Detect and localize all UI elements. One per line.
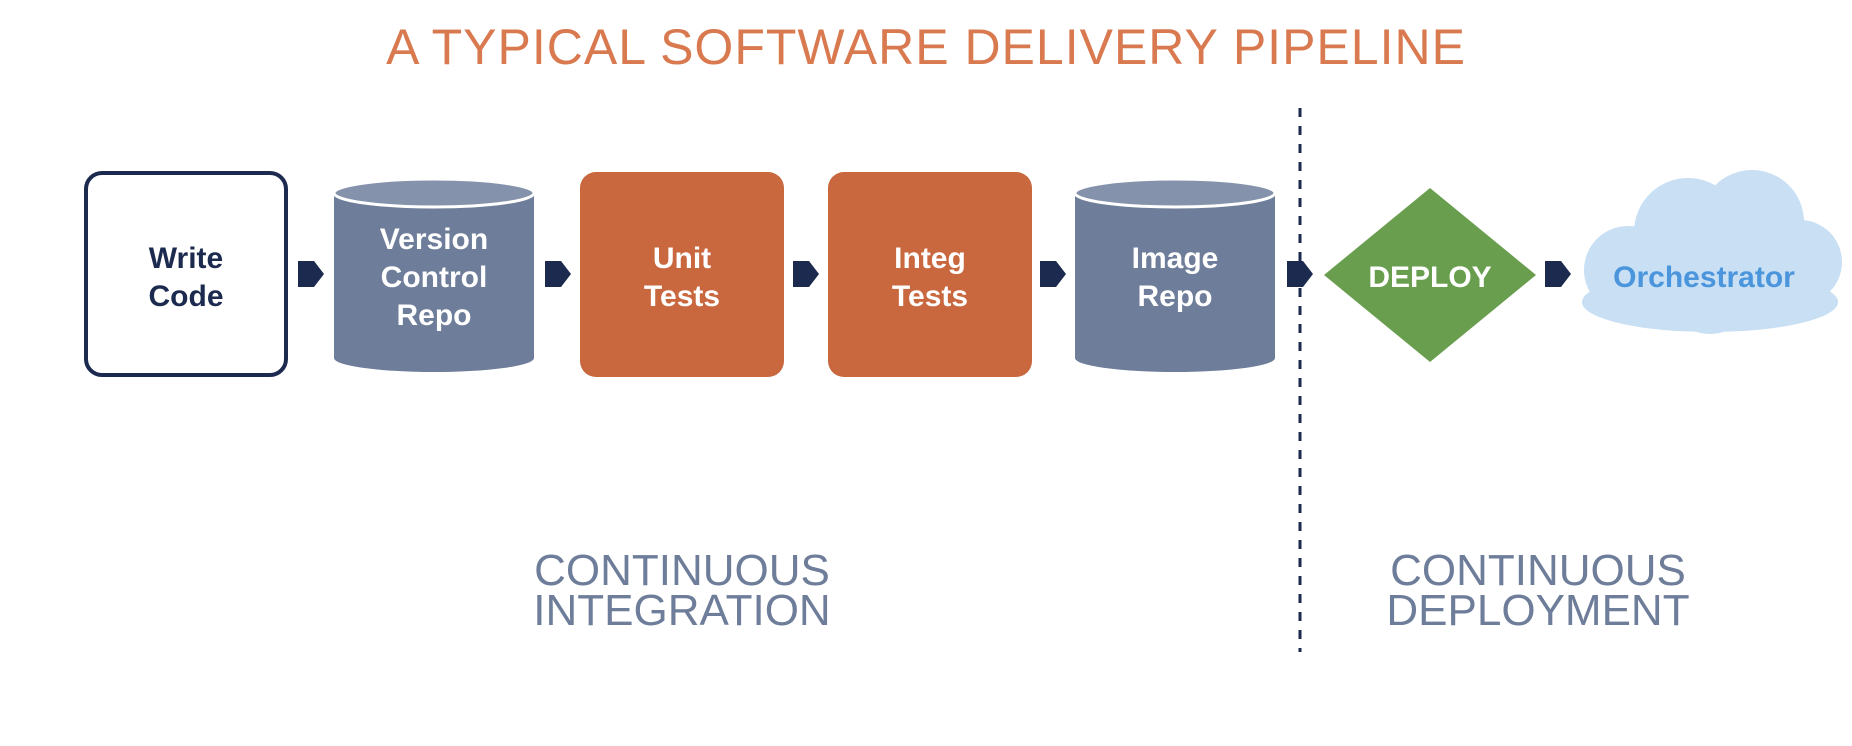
version-control-cylinder-body bbox=[334, 195, 534, 372]
unit-tests-node: Unit Tests bbox=[580, 172, 784, 377]
unit-tests-box bbox=[580, 172, 784, 377]
arrow-1-icon bbox=[298, 261, 324, 287]
continuous-integration-label: CONTINUOUS INTEGRATION bbox=[533, 546, 830, 635]
page-title: A TYPICAL SOFTWARE DELIVERY PIPELINE bbox=[386, 19, 1466, 75]
integ-tests-node: Integ Tests bbox=[828, 172, 1032, 377]
version-control-cylinder-top bbox=[332, 177, 536, 209]
ci-label-line-2: INTEGRATION bbox=[533, 586, 830, 635]
image-repo-label-line-2: Repo bbox=[1138, 280, 1213, 313]
deploy-label: DEPLOY bbox=[1368, 261, 1491, 294]
deploy-diamond bbox=[1324, 188, 1536, 362]
unit-tests-label-line-1: Unit bbox=[653, 242, 711, 275]
image-repo-node: Image Repo bbox=[1073, 177, 1277, 372]
orchestrator-node: Orchestrator bbox=[1582, 170, 1842, 334]
write-code-label-line-2: Code bbox=[149, 280, 224, 313]
arrow-4-icon bbox=[1040, 261, 1066, 287]
version-control-label-line-3: Repo bbox=[397, 299, 472, 332]
deploy-node: DEPLOY bbox=[1324, 188, 1536, 362]
cd-label-line-1: CONTINUOUS bbox=[1390, 546, 1686, 595]
unit-tests-label-line-2: Tests bbox=[644, 280, 720, 313]
arrow-6-icon bbox=[1545, 261, 1571, 287]
version-control-label-line-2: Control bbox=[381, 261, 488, 294]
image-repo-label-line-1: Image bbox=[1132, 242, 1219, 275]
integ-tests-label-line-2: Tests bbox=[892, 280, 968, 313]
write-code-node: Write Code bbox=[84, 171, 288, 377]
arrow-5-icon bbox=[1287, 261, 1313, 287]
write-code-label-line-1: Write bbox=[149, 242, 223, 275]
image-repo-cylinder-top bbox=[1073, 177, 1277, 209]
ci-label-line-1: CONTINUOUS bbox=[534, 546, 830, 595]
image-repo-cylinder-body bbox=[1075, 195, 1275, 372]
arrow-3-icon bbox=[793, 261, 819, 287]
integ-tests-label-line-1: Integ bbox=[894, 242, 966, 275]
cd-label-line-2: DEPLOYMENT bbox=[1386, 586, 1689, 635]
cloud-icon bbox=[1582, 170, 1842, 334]
orchestrator-label: Orchestrator bbox=[1613, 261, 1795, 294]
continuous-deployment-label: CONTINUOUS DEPLOYMENT bbox=[1386, 546, 1689, 635]
arrow-2-icon bbox=[545, 261, 571, 287]
version-control-label-line-1: Version bbox=[380, 223, 488, 256]
version-control-repo-node: Version Control Repo bbox=[332, 177, 536, 372]
write-code-box bbox=[84, 171, 288, 377]
integ-tests-box bbox=[828, 172, 1032, 377]
